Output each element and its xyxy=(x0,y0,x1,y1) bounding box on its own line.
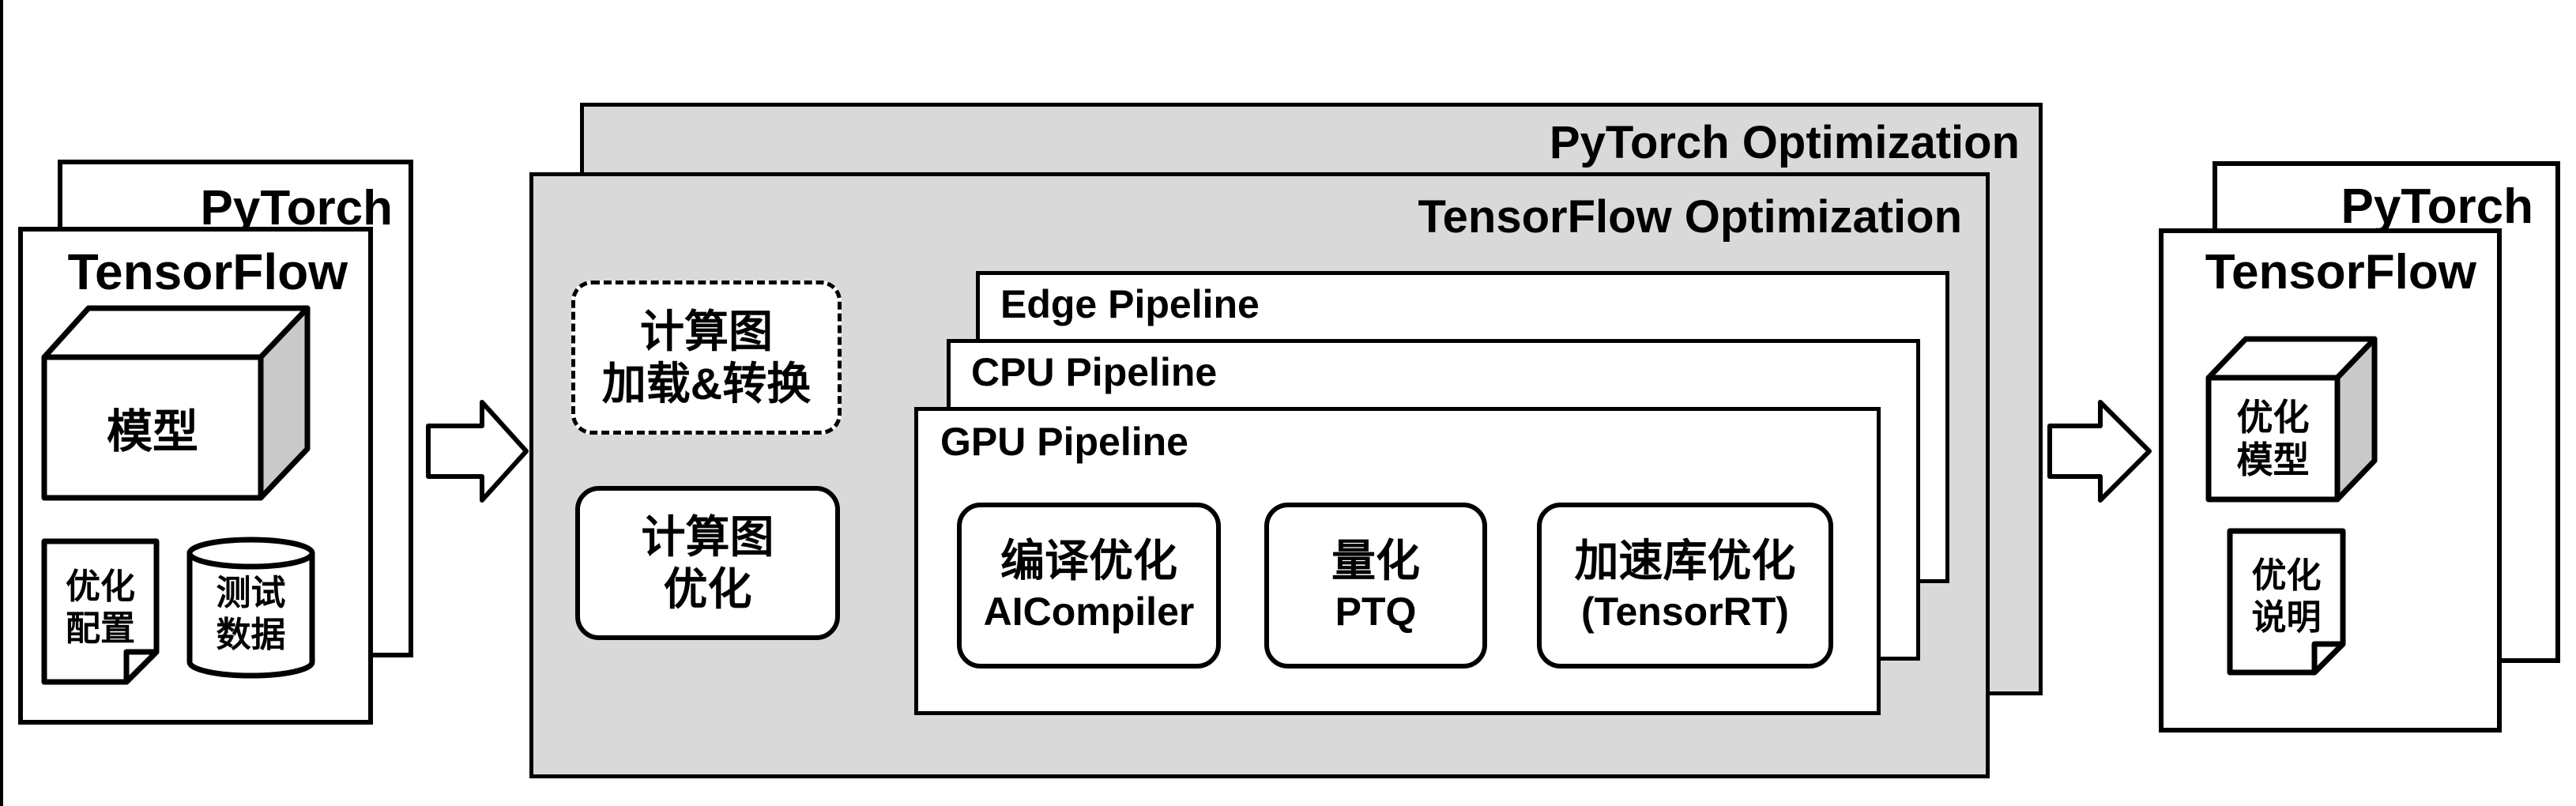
accel-library-line1: 加速库优化 xyxy=(1574,535,1796,586)
figure-left-border xyxy=(0,0,3,806)
gpu-pipeline-label: GPU Pipeline xyxy=(940,420,1188,464)
input-tensorflow-label: TensorFlow xyxy=(67,243,348,300)
flow-arrow-left-icon xyxy=(426,400,529,503)
config-document-label: 优化 配置 xyxy=(66,567,135,648)
model-cube-label: 模型 xyxy=(106,406,198,458)
output-tensorflow-label: TensorFlow xyxy=(2205,245,2476,299)
compile-optimization-line1: 编译优化 xyxy=(1000,535,1177,586)
input-pytorch-label: PyTorch xyxy=(200,181,393,235)
accel-library-line2: (TensorRT) xyxy=(1581,589,1789,634)
tensorflow-optimization-title: TensorFlow Optimization xyxy=(1418,191,1962,243)
graph-optimization-step: 计算图 优化 xyxy=(575,486,840,640)
edge-pipeline-label: Edge Pipeline xyxy=(1000,282,1260,326)
graph-load-convert-line1: 计算图 xyxy=(640,306,773,356)
flow-arrow-right-icon xyxy=(2047,400,2152,503)
compile-optimization-step: 编译优化 AICompiler xyxy=(957,503,1221,669)
graph-optimization-line1: 计算图 xyxy=(641,511,774,562)
cpu-pipeline-label: CPU Pipeline xyxy=(971,350,1218,394)
output-pytorch-label: PyTorch xyxy=(2341,179,2533,234)
compile-optimization-line2: AICompiler xyxy=(983,589,1195,634)
quantization-step: 量化 PTQ xyxy=(1264,503,1487,669)
graph-load-convert-line2: 加载&转换 xyxy=(601,358,812,409)
quantization-line1: 量化 xyxy=(1331,535,1420,586)
quantization-line2: PTQ xyxy=(1335,589,1417,634)
graph-load-convert-step: 计算图 加载&转换 xyxy=(571,281,842,435)
notes-document-label: 优化 说明 xyxy=(2251,556,2322,637)
pytorch-optimization-title: PyTorch Optimization xyxy=(1549,117,2020,168)
test-data-cylinder-label: 测试 数据 xyxy=(216,573,286,654)
accel-library-step: 加速库优化 (TensorRT) xyxy=(1537,503,1833,669)
graph-optimization-line2: 优化 xyxy=(663,563,752,614)
optimized-model-cube-label: 优化 模型 xyxy=(2236,396,2310,480)
